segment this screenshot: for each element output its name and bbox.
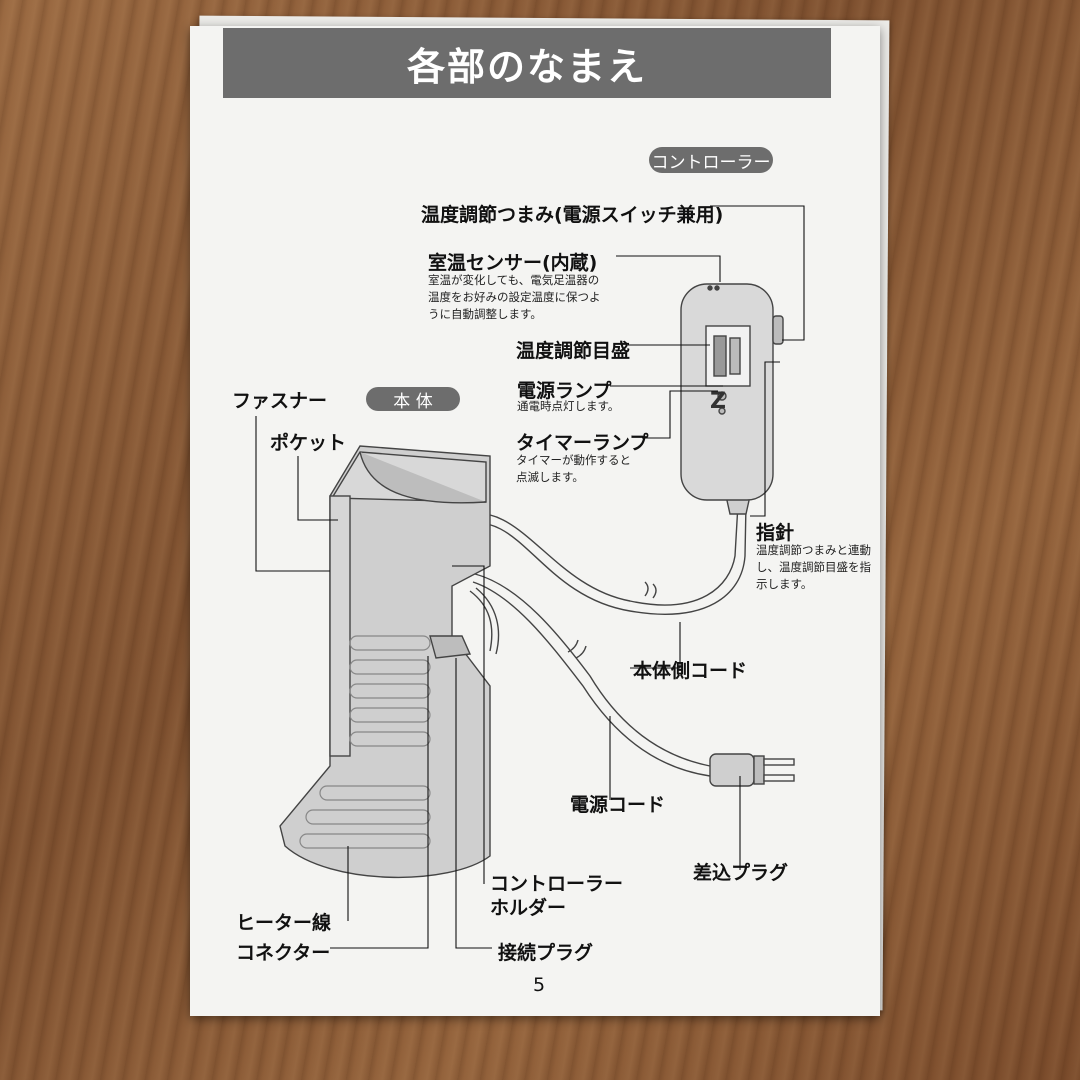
controller-shape: Z (680, 283, 784, 515)
room-sensor-desc-line: 温度をお好みの設定温度に保つよ (428, 290, 601, 304)
label-pointer: 指針 (756, 522, 795, 544)
section-body-label: 本 体 (393, 391, 433, 412)
label-room-sensor: 室温センサー(内蔵) (428, 252, 598, 274)
label-body-cord: 本体側コード (633, 660, 748, 682)
timer-lamp-desc-line: タイマーが動作すると (516, 453, 631, 467)
power-lamp-desc: 通電時点灯します。 (517, 399, 620, 413)
controller-holder-line: コントローラー (490, 873, 624, 895)
label-heater-wire: ヒーター線 (236, 912, 332, 934)
page-number: 5 (533, 974, 546, 996)
page-title: 各部のなまえ (406, 44, 647, 89)
section-pill-controller: コントローラー (649, 147, 773, 173)
label-timer-lamp: タイマーランプ (516, 432, 649, 454)
label-power-lamp: 電源ランプ (517, 380, 612, 402)
power-cord-outline (474, 573, 711, 767)
room-sensor-desc-line: 室温が変化しても、電気足温器の (428, 273, 600, 287)
pointer-desc-line: 温度調節つまみと連動 (756, 543, 871, 557)
pointer-desc-line: し、温度調節目盛を指 (756, 560, 871, 574)
label-fastener: ファスナー (232, 390, 328, 412)
timer-lamp-desc-line: 点滅します。 (516, 470, 584, 484)
label-connector: コネクター (236, 942, 331, 964)
label-controller-holder: コントローラー ホルダー (490, 872, 623, 920)
pointer-desc-line: 示します。 (756, 577, 813, 591)
svg-text:Z: Z (710, 389, 726, 414)
plug-shape (709, 753, 795, 787)
page-title-bar: 各部のなまえ (223, 28, 831, 98)
label-power-cord: 電源コード (570, 794, 666, 816)
label-plug: 差込プラグ (693, 862, 789, 884)
parts-illustration: Z (255, 205, 805, 949)
section-pill-body: 本 体 (366, 387, 460, 412)
room-sensor-desc-line: うに自動調整します。 (428, 307, 542, 321)
label-connect-plug: 接続プラグ (498, 942, 594, 964)
label-pocket: ポケット (270, 432, 347, 454)
section-controller-label: コントローラー (651, 152, 771, 173)
label-temp-scale: 温度調節目盛 (516, 340, 631, 362)
label-temp-knob: 温度調節つまみ(電源スイッチ兼用) (421, 204, 724, 226)
controller-holder-line: ホルダー (490, 897, 567, 919)
body-cord-outline (459, 503, 739, 606)
manual-page: 各部のなまえ (190, 26, 880, 1016)
pointer-desc: 温度調節つまみと連動 し、温度調節目盛を指 示します。 (756, 542, 871, 593)
room-sensor-desc: 室温が変化しても、電気足温器の 温度をお好みの設定温度に保つよ うに自動調整しま… (428, 272, 601, 323)
boot-body (279, 445, 491, 879)
timer-lamp-desc: タイマーが動作すると 点滅します。 (516, 452, 631, 486)
